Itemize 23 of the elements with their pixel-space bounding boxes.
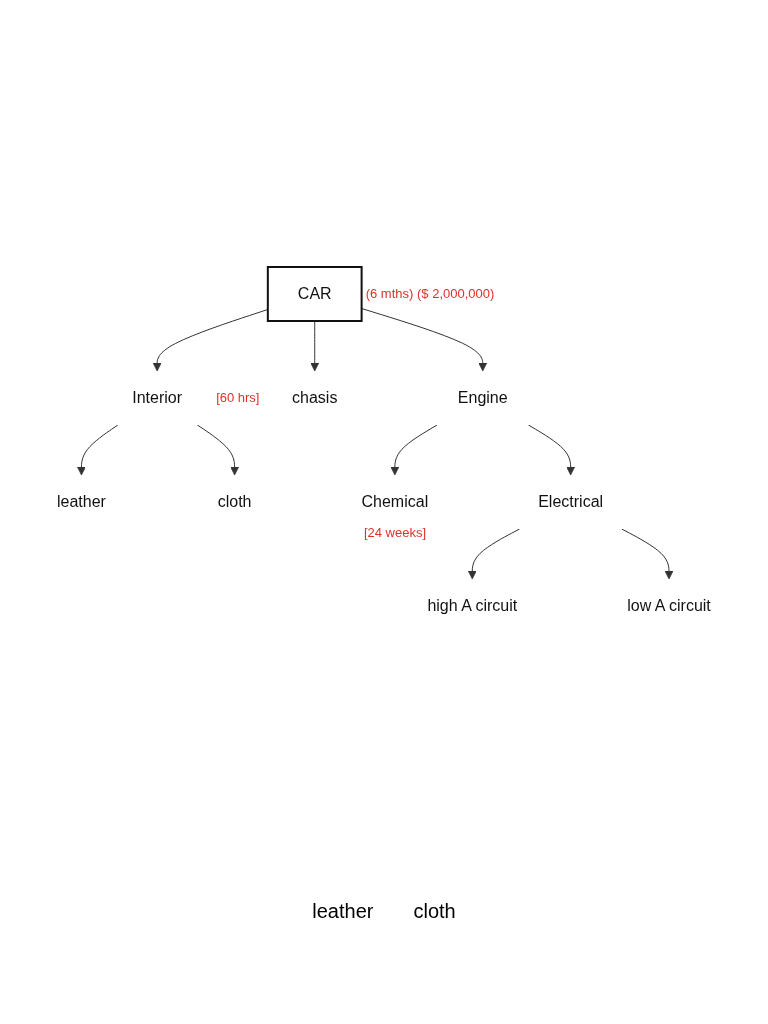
node-text: Electrical [538, 493, 604, 510]
arrow [310, 320, 320, 372]
node-text: high A circuit [427, 597, 518, 614]
note-text: leather [312, 900, 374, 923]
annotation-text: [60 hrs] [216, 390, 260, 405]
arrow [361, 308, 488, 372]
arrow [621, 528, 674, 580]
arrow [77, 424, 119, 476]
node-text: Engine [457, 389, 508, 406]
node-text: low A circuit [627, 597, 711, 614]
note-text: cloth [413, 900, 456, 923]
node-text: Chemical [361, 493, 429, 510]
arrow [528, 424, 576, 476]
arrow [390, 424, 438, 476]
annotation-text: (6 mths) ($ 2,000,000) [365, 286, 495, 301]
annotation-text: [24 weeks] [363, 525, 427, 540]
node-text: leather [57, 493, 107, 510]
arrow [196, 424, 240, 476]
node-box: CAR [266, 266, 363, 322]
node-text: cloth [217, 493, 252, 510]
node-text: Interior [132, 389, 183, 406]
arrow [468, 528, 521, 580]
node-text: chasis [292, 389, 338, 406]
